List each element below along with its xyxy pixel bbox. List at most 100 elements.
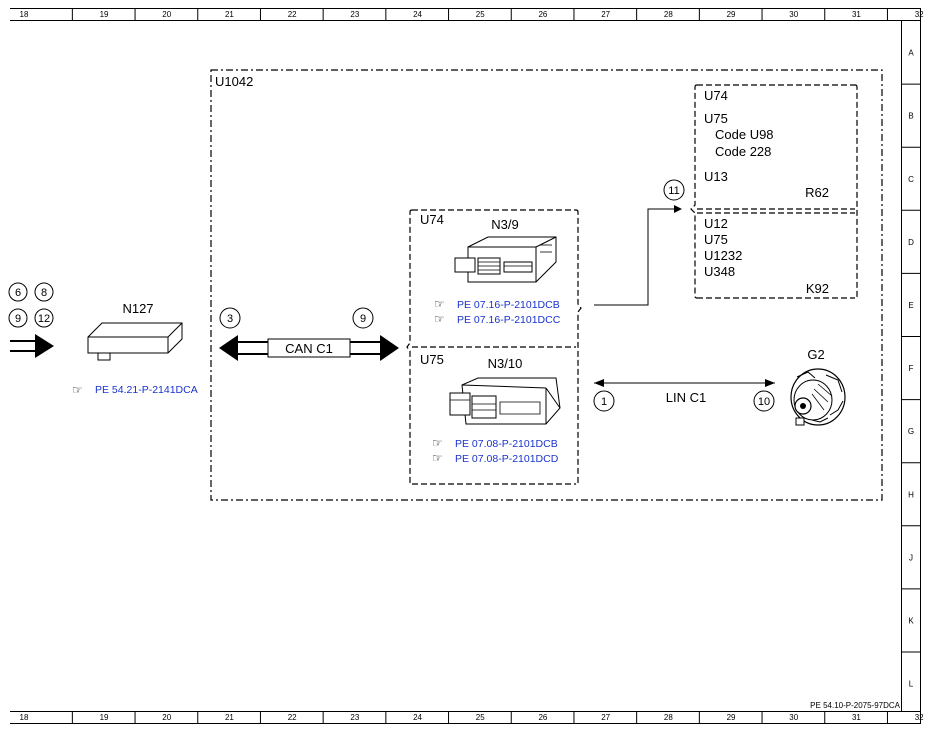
column-label: 26 — [538, 10, 547, 19]
column-label: 32 — [915, 713, 924, 722]
doc-id: PE 54.10-P-2075-97DCA — [810, 701, 900, 710]
column-label: 19 — [100, 10, 109, 19]
column-label: 23 — [350, 713, 359, 722]
ecu-icon — [449, 377, 561, 425]
variant-code: U75 — [704, 232, 728, 247]
n3-9-label: N3/9 — [491, 217, 518, 232]
pointing-hand-icon: ☞ — [434, 312, 445, 326]
alternator-icon — [790, 368, 846, 426]
column-label: 29 — [727, 713, 736, 722]
svg-text:12: 12 — [38, 313, 50, 325]
column-label: 30 — [789, 10, 798, 19]
column-label: 29 — [727, 10, 736, 19]
n3-9-ref-link-2[interactable]: ☞ PE 07.16-P-2101DCC — [434, 312, 561, 326]
n127-module[interactable]: N127 — [87, 301, 183, 361]
row-label: G — [908, 427, 914, 436]
pointing-hand-icon: ☞ — [434, 297, 445, 311]
column-label: 27 — [601, 713, 610, 722]
can-c1-bus[interactable]: CAN C1 — [219, 335, 399, 361]
row-label: J — [909, 553, 913, 562]
svg-text:PE 07.08-P-2101DCD: PE 07.08-P-2101DCD — [455, 453, 559, 465]
column-label: 22 — [288, 713, 297, 722]
n3-10-ref-link-2[interactable]: ☞ PE 07.08-P-2101DCD — [432, 451, 559, 465]
lin-pin-1[interactable]: 1 — [593, 390, 615, 412]
column-label: 20 — [162, 10, 171, 19]
u1042-label: U1042 — [215, 74, 253, 89]
signal-pin-11[interactable]: 11 — [663, 179, 685, 201]
svg-text:9: 9 — [360, 313, 366, 325]
svg-text:1: 1 — [601, 396, 607, 408]
input-bus: 6 8 9 12 — [8, 282, 54, 358]
connector-6[interactable]: 6 — [8, 282, 28, 302]
connector-9[interactable]: 9 — [8, 308, 28, 328]
input-arrow-icon — [35, 334, 54, 358]
n3-9-ref-link-1[interactable]: ☞ PE 07.16-P-2101DCB — [434, 297, 560, 311]
column-label: 22 — [288, 10, 297, 19]
column-label: 25 — [476, 713, 485, 722]
n3-9-module[interactable]: U74 N3/9 — [420, 212, 557, 283]
can-pin-3[interactable]: 3 — [219, 307, 241, 329]
column-label: 24 — [413, 713, 422, 722]
svg-text:6: 6 — [15, 287, 21, 299]
variant-code: U12 — [704, 216, 728, 231]
right-variant-brace — [690, 84, 858, 299]
variant-code: U74 — [704, 88, 728, 103]
lin-left-arrow-icon — [594, 379, 604, 387]
n3-10-variant-label: U75 — [420, 352, 444, 367]
variant-code: Code 228 — [715, 144, 771, 159]
svg-text:9: 9 — [15, 313, 21, 325]
u1042-boundary: U1042 — [210, 69, 883, 501]
n127-ref-link[interactable]: ☞ PE 54.21-P-2141DCA — [72, 383, 198, 397]
variant-code: Code U98 — [715, 127, 774, 142]
can-right-arrow-icon — [380, 335, 399, 361]
signal-line-11[interactable] — [594, 205, 682, 306]
n3-10-module[interactable]: U75 N3/10 — [420, 352, 561, 425]
lin-c1-bus[interactable]: LIN C1 — [594, 379, 775, 405]
column-label: 30 — [789, 713, 798, 722]
row-label: A — [908, 49, 914, 58]
svg-text:PE 07.16-P-2101DCC: PE 07.16-P-2101DCC — [457, 314, 561, 326]
connector-8[interactable]: 8 — [34, 282, 54, 302]
column-label: 26 — [538, 713, 547, 722]
row-label: K — [908, 616, 914, 625]
svg-text:3: 3 — [227, 313, 233, 325]
column-label: 18 — [20, 10, 29, 19]
lin-c1-label: LIN C1 — [666, 390, 706, 405]
can-pin-9[interactable]: 9 — [352, 307, 374, 329]
r62-component[interactable]: U74 U75 Code U98 Code 228 U13 R62 — [704, 88, 829, 200]
n3-10-ref-link-1[interactable]: ☞ PE 07.08-P-2101DCB — [432, 436, 558, 450]
k92-component[interactable]: U12 U75 U1232 U348 K92 — [704, 216, 829, 296]
column-label: 25 — [476, 10, 485, 19]
column-label: 23 — [350, 10, 359, 19]
g2-alternator[interactable]: G2 — [790, 347, 846, 426]
connector-12[interactable]: 12 — [34, 308, 54, 328]
n3-9-variant-label: U74 — [420, 212, 444, 227]
column-label: 31 — [852, 713, 861, 722]
row-label: E — [908, 301, 913, 310]
lin-pin-10[interactable]: 10 — [753, 390, 775, 412]
column-label: 19 — [100, 713, 109, 722]
variant-brace — [406, 209, 582, 485]
g2-label: G2 — [807, 347, 824, 362]
k92-label: K92 — [806, 281, 829, 296]
can-c1-label: CAN C1 — [285, 341, 333, 356]
pointing-hand-icon: ☞ — [72, 383, 83, 397]
column-label: 21 — [225, 10, 234, 19]
row-label: L — [909, 680, 914, 689]
svg-text:11: 11 — [668, 185, 679, 197]
svg-text:PE 07.16-P-2101DCB: PE 07.16-P-2101DCB — [457, 299, 560, 311]
column-label: 20 — [162, 713, 171, 722]
svg-text:PE 07.08-P-2101DCB: PE 07.08-P-2101DCB — [455, 438, 558, 450]
lin-right-arrow-icon — [765, 379, 775, 387]
column-label: 28 — [664, 10, 673, 19]
svg-text:10: 10 — [758, 396, 770, 408]
r62-label: R62 — [805, 185, 829, 200]
column-label: 28 — [664, 713, 673, 722]
row-label: C — [908, 175, 914, 184]
column-label: 27 — [601, 10, 610, 19]
column-label: 32 — [915, 10, 924, 19]
